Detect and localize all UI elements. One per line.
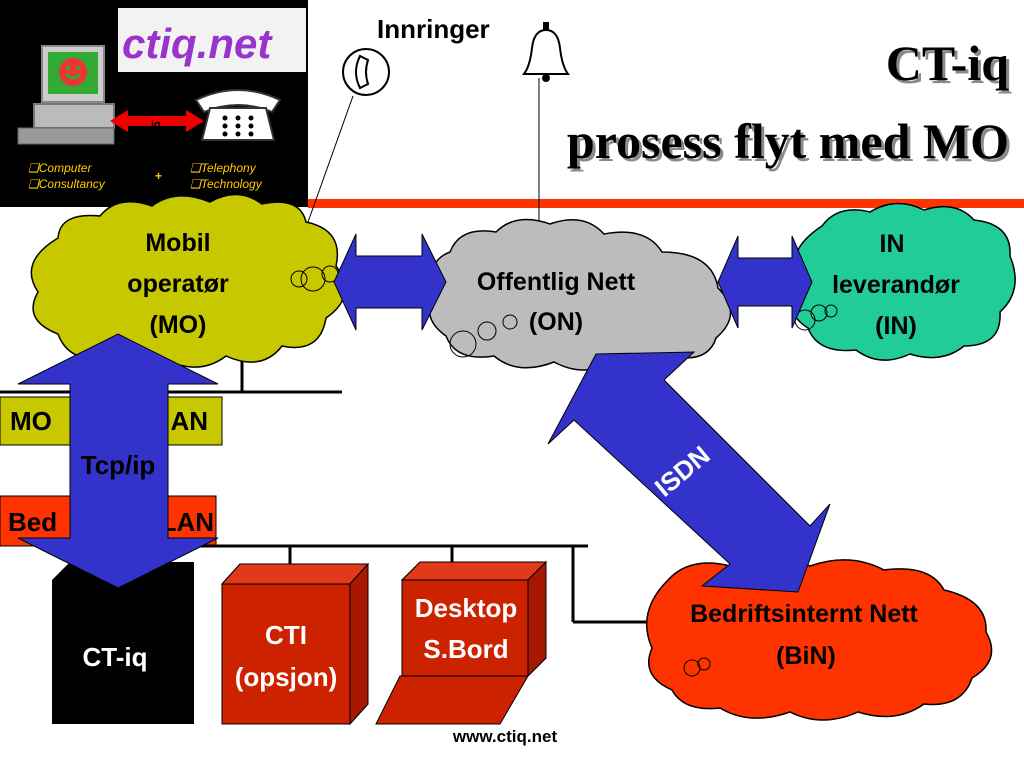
bed-lan-left: Bed (8, 507, 57, 537)
desktop-box: Desktop S.Bord (375, 560, 548, 725)
logo-item-telephony: ❑Telephony (190, 161, 257, 175)
in-label-1: IN (880, 230, 905, 258)
accent-line (308, 199, 1024, 208)
bin-label-1: Bedriftsinternt Nett (690, 600, 918, 628)
arrow-on-in (717, 235, 813, 329)
mo-label-2: operatør (127, 270, 229, 298)
in-label-2: leverandør (832, 271, 960, 299)
logo-banner (118, 8, 306, 72)
telephone-icon (194, 89, 282, 141)
cti-label-1: CTI (265, 620, 307, 650)
logo-item-consultancy: ❑Consultancy (28, 177, 106, 191)
handset-icon (342, 48, 390, 96)
title-line2: prosess flyt med MO (567, 113, 1009, 169)
mo-label-3: (MO) (150, 311, 207, 339)
footer-url: www.ctiq.net (452, 727, 558, 746)
on-label-1: Offentlig Nett (477, 268, 636, 296)
arrow-tcpip (17, 333, 219, 589)
innringer-label: Innringer (377, 14, 490, 44)
in-cloud: IN leverandør (IN) (791, 202, 1016, 361)
on-label-2: (ON) (529, 308, 583, 336)
mo-label-1: Mobil (145, 229, 210, 257)
title-line2-shadow: prosess flyt med MO (570, 116, 1012, 172)
innringer-line-mo (307, 95, 354, 223)
cti-box: CTI (opsjon) (220, 562, 370, 726)
arrow-isdn (547, 351, 831, 593)
logo-item-technology: ❑Technology (190, 177, 263, 191)
computer-icon (17, 45, 115, 145)
cti-label-2: (opsjon) (235, 662, 338, 692)
bed-lan-right: LAN (161, 507, 214, 537)
ctiq-box: CT-iq (52, 562, 194, 724)
desktop-label-1: Desktop (415, 593, 518, 623)
logo-plus: + (155, 169, 162, 183)
title-line1: CT-iq (886, 35, 1009, 91)
title-line1-shadow: CT-iq (889, 38, 1012, 94)
desktop-keyboard (375, 675, 529, 725)
logo: ctiq.net iq ❑Computer ❑ (0, 0, 308, 207)
bell-icon (522, 22, 570, 82)
ctiq-label: CT-iq (83, 642, 148, 672)
tcpip-label: Tcp/ip (81, 450, 156, 480)
logo-arrow-label: iq (151, 119, 161, 131)
logo-brand-text: ctiq.net (122, 20, 273, 67)
mo-lan-left: MO (10, 406, 52, 436)
logo-item-computer: ❑Computer (28, 161, 92, 175)
mo-cloud: Mobil operatør (MO) (30, 193, 346, 369)
in-label-3: (IN) (875, 312, 917, 340)
mo-lan-right: AN (170, 406, 208, 436)
arrow-mo-on (333, 233, 447, 331)
desktop-label-2: S.Bord (423, 634, 508, 664)
bin-cloud: Bedriftsinternt Nett (BiN) (645, 557, 993, 721)
bin-label-2: (BiN) (776, 642, 836, 670)
on-cloud: Offentlig Nett (ON) (429, 218, 732, 371)
logo-arrow: iq (110, 110, 204, 132)
